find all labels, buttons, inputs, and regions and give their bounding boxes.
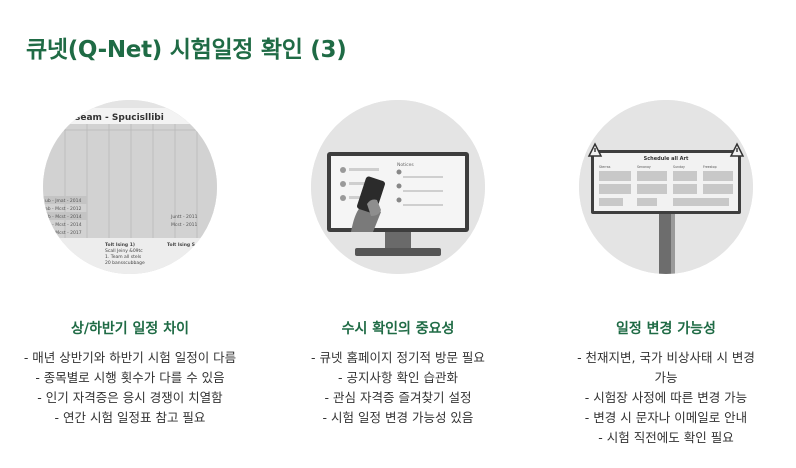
svg-text:ub - Jmat - 2014: ub - Jmat - 2014: [45, 198, 81, 204]
list-item: - 시험 직전에도 확인 필요: [598, 430, 734, 445]
svg-text:Juntt - 2011: Juntt - 2011: [170, 214, 198, 220]
list-item: - 시험장 사정에 따른 변경 가능: [584, 390, 748, 405]
svg-text:Sterras: Sterras: [599, 165, 611, 169]
svg-text:Tolt Ising S: Tolt Ising S: [167, 242, 195, 248]
section-heading: 수시 확인의 중요성: [341, 321, 455, 337]
section-heading: 상/하반기 일정 차이: [71, 321, 189, 337]
svg-text:Tolt Ising 1): Tolt Ising 1): [105, 242, 135, 248]
svg-text:Senanay: Senanay: [637, 165, 651, 169]
monitor-with-smartphone-illustration: Notices: [311, 100, 485, 274]
list-item: - 종목별로 시행 횟수가 다를 수 있음: [35, 370, 225, 385]
list-item: - 변경 시 문자나 이메일로 안내: [584, 410, 748, 425]
calendar-table-icon: seam - Spucisllibi ub - Jmat - 2014 ab -…: [43, 100, 217, 274]
svg-text:ub - Mcst - 2017: ub - Mcst - 2017: [45, 230, 82, 236]
schedule-billboard-warning-illustration: Schedule all Art Sterras Senanay Sunday …: [579, 100, 753, 274]
svg-text:ub - Mcst - 2014: ub - Mcst - 2014: [45, 214, 82, 220]
svg-text:Schedule all Art: Schedule all Art: [644, 156, 689, 162]
svg-text:Freestop: Freestop: [703, 165, 717, 169]
bullet-list: - 큐넷 홈페이지 정기적 방문 필요 - 공지사항 확인 습관화 - 관심 자…: [268, 348, 528, 428]
bullet-list: - 천재지변, 국가 비상사태 시 변경 가능 - 시험장 사정에 따른 변경 …: [536, 348, 796, 448]
svg-text:ab - Mcst - 2012: ab - Mcst - 2012: [45, 206, 82, 212]
list-item: - 공지사항 확인 습관화: [338, 370, 458, 385]
page-title: 큐넷(Q-Net) 시험일정 확인 (3): [26, 37, 347, 63]
list-item: - 연간 시험 일정표 참고 필요: [54, 410, 206, 425]
list-item: 가능: [654, 370, 678, 385]
billboard-warning-icon: Schedule all Art Sterras Senanay Sunday …: [579, 100, 753, 274]
schedule-change-section: Schedule all Art Sterras Senanay Sunday …: [536, 100, 796, 448]
check-importance-section: Notices 수시 확인의 중요성 - 큐넷 홈페이지 정기적 방문 필요 -…: [268, 100, 528, 428]
bullet-list: - 매년 상반기와 하반기 시험 일정이 다름 - 종목별로 시행 횟수가 다를…: [0, 348, 260, 428]
monitor-phone-icon: Notices: [311, 100, 485, 274]
list-item: - 시험 일정 변경 가능성 있음: [322, 410, 474, 425]
svg-text:Sunday: Sunday: [673, 165, 685, 169]
svg-text:Scall Jeiny &09tc: Scall Jeiny &09tc: [105, 248, 143, 254]
calendar-table-illustration: seam - Spucisllibi ub - Jmat - 2014 ab -…: [43, 100, 217, 274]
svg-text:ub - Mcst - 2014: ub - Mcst - 2014: [45, 222, 82, 228]
svg-text:1. Team all stels: 1. Team all stels: [105, 254, 142, 260]
list-item: - 큐넷 홈페이지 정기적 방문 필요: [311, 350, 485, 365]
svg-text:Notices: Notices: [397, 162, 414, 168]
svg-text:seam - Spucisllibi: seam - Spucisllibi: [75, 113, 164, 123]
schedule-difference-section: seam - Spucisllibi ub - Jmat - 2014 ab -…: [0, 100, 260, 428]
svg-text:Mcst - 2011: Mcst - 2011: [171, 222, 198, 228]
list-item: - 관심 자격증 즐겨찾기 설정: [324, 390, 472, 405]
list-item: - 인기 자격증은 응시 경쟁이 치열함: [37, 390, 223, 405]
list-item: - 매년 상반기와 하반기 시험 일정이 다름: [23, 350, 237, 365]
section-heading: 일정 변경 가능성: [616, 321, 716, 337]
list-item: - 천재지변, 국가 비상사태 시 변경: [577, 350, 755, 365]
svg-text:20 bansscubbage: 20 bansscubbage: [105, 260, 145, 266]
